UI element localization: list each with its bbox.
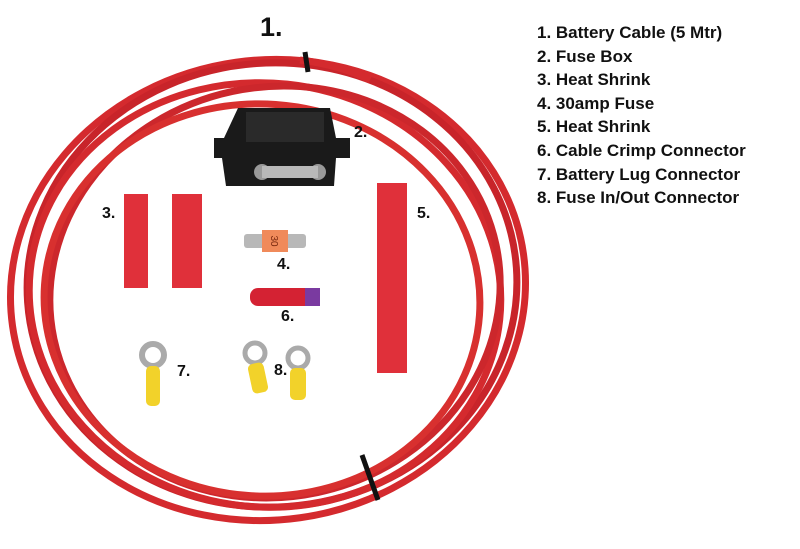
- label-fuse: 4.: [277, 256, 291, 273]
- legend-item: 5. Heat Shrink: [537, 117, 651, 137]
- label-fuse-connector: 8.: [274, 362, 288, 379]
- label-fuse-box: 2.: [354, 124, 368, 141]
- legend-item: 1. Battery Cable (5 Mtr): [537, 23, 723, 42]
- label-battery-cable: 1.: [260, 12, 283, 42]
- battery-cable-coil: [7, 55, 529, 525]
- heat-shrink-3: [124, 194, 202, 288]
- legend-item: 6. Cable Crimp Connector: [537, 140, 746, 160]
- heat-shrink-5: [377, 183, 407, 373]
- label-heat-shrink-3: 3.: [102, 205, 116, 222]
- legend-item: 7. Battery Lug Connector: [537, 164, 741, 184]
- label-crimp-connector: 6.: [281, 308, 295, 325]
- fuse-marking: 30: [268, 235, 279, 247]
- cable-ties: [302, 51, 381, 501]
- legend-item: 3. Heat Shrink: [537, 70, 651, 90]
- legend-item: 4. 30amp Fuse: [537, 93, 655, 113]
- lug-connectors: [139, 340, 311, 406]
- crimp-connector: [250, 288, 320, 306]
- legend-item: 8. Fuse In/Out Connector: [537, 188, 740, 208]
- label-heat-shrink-5: 5.: [417, 205, 431, 222]
- parts-legend: 1. Battery Cable (5 Mtr) 2. Fuse Box 3. …: [537, 21, 746, 210]
- legend-item: 2. Fuse Box: [537, 46, 633, 66]
- label-battery-lug: 7.: [177, 363, 191, 380]
- fuse-box: [214, 108, 350, 186]
- fuse-30amp: 30: [244, 230, 306, 252]
